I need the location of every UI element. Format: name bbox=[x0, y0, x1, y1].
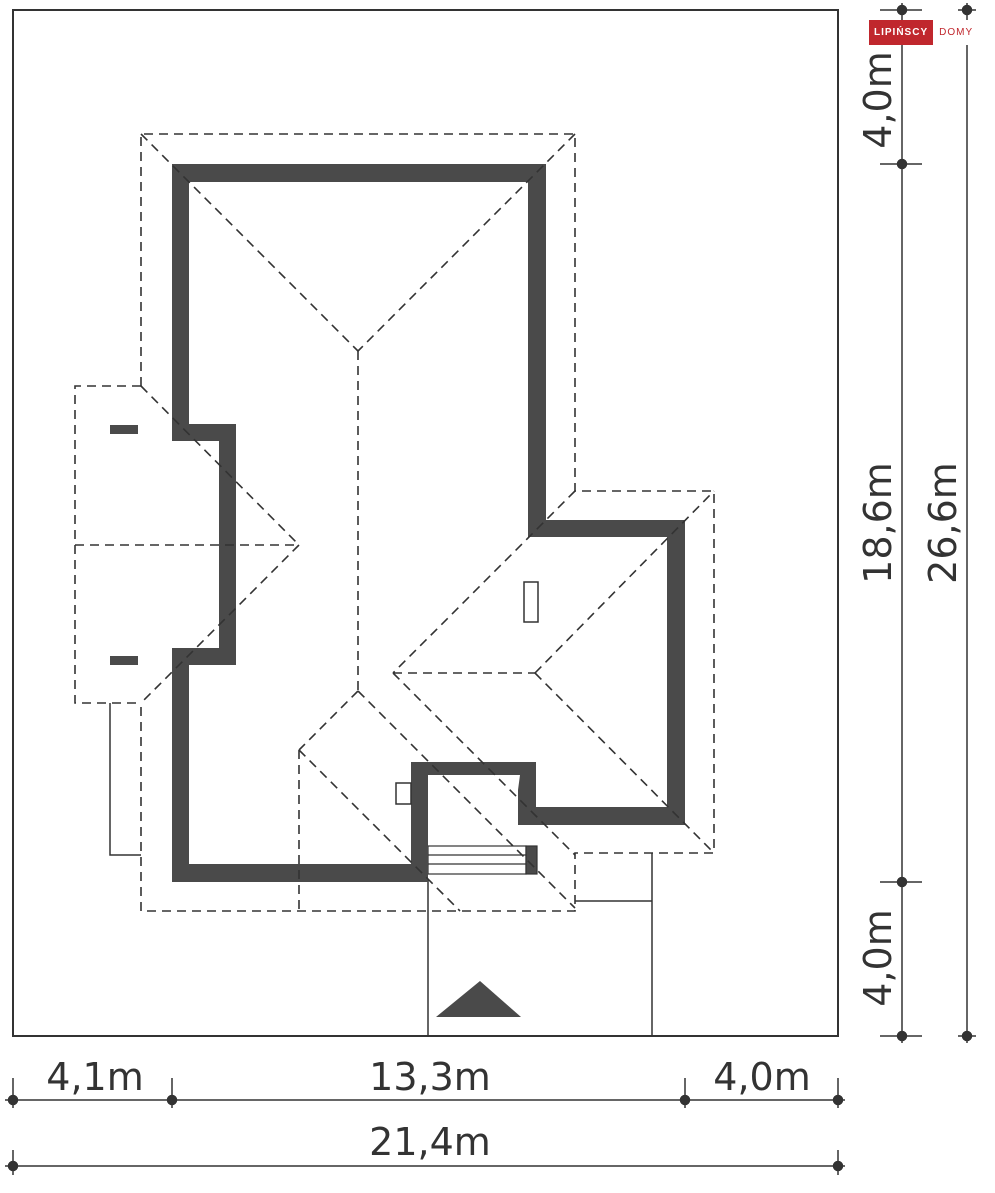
dim-right-bottom: 4,0m bbox=[856, 909, 900, 1006]
roof-window bbox=[110, 656, 138, 665]
building-walls bbox=[172, 164, 685, 882]
chimney bbox=[395, 782, 412, 805]
roof-outline bbox=[74, 133, 715, 912]
dim-right-top: 4,0m bbox=[856, 51, 900, 148]
dim-bottom-right: 4,0m bbox=[713, 1055, 810, 1099]
plot-boundary bbox=[12, 9, 839, 1037]
driveway bbox=[427, 853, 653, 1036]
entrance-steps bbox=[427, 845, 538, 875]
dim-right-total: 26,6m bbox=[921, 462, 965, 584]
logo-secondary-text: DOMY bbox=[933, 20, 980, 45]
entrance-arrow-icon bbox=[436, 981, 521, 1017]
dimension-lines bbox=[5, 3, 976, 1175]
dim-bottom-middle: 13,3m bbox=[369, 1055, 491, 1099]
left-terrace-outline bbox=[109, 703, 141, 856]
dim-bottom-total: 21,4m bbox=[369, 1120, 491, 1164]
dim-bottom-left: 4,1m bbox=[46, 1055, 143, 1099]
brand-logo: LIPIŃSCY DOMY bbox=[869, 20, 980, 45]
chimney bbox=[523, 581, 539, 623]
roof-window bbox=[110, 425, 138, 434]
logo-primary-text: LIPIŃSCY bbox=[869, 20, 934, 45]
dim-right-middle: 18,6m bbox=[856, 462, 900, 584]
